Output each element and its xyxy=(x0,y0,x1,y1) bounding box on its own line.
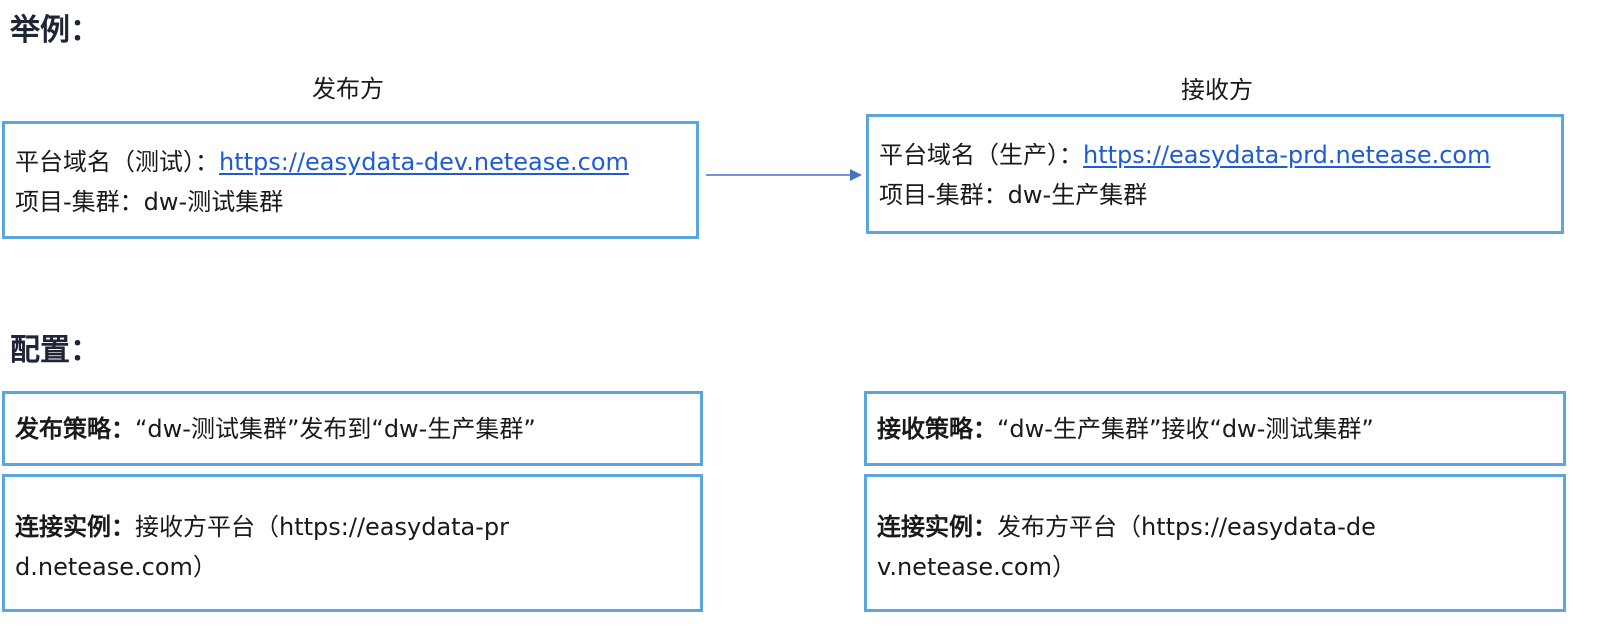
receiver-connection-text: 连接实例：发布方平台（https://easydata-dev.netease.… xyxy=(877,507,1377,587)
publisher-domain-row: 平台域名（测试）：https://easydata-dev.netease.co… xyxy=(15,142,686,182)
publisher-connection-box: 连接实例：接收方平台（https://easydata-prd.netease.… xyxy=(2,474,703,612)
example-heading: 举例： xyxy=(10,13,100,48)
receiver-cluster-value: dw-生产集群 xyxy=(1007,181,1148,209)
receiver-domain-link[interactable]: https://easydata-prd.netease.com xyxy=(1083,141,1491,169)
receiver-cluster-row: 项目-集群：dw-生产集群 xyxy=(879,175,1551,215)
receiver-cluster-label: 项目-集群： xyxy=(879,181,1008,209)
receiver-domain-label: 平台域名（生产）： xyxy=(879,141,1083,169)
receive-strategy-value: “dw-生产集群”接收“dw-测试集群” xyxy=(997,415,1374,443)
receiver-connection-value: 发布方平台（https://easydata-dev.netease.com） xyxy=(877,513,1376,581)
publisher-domain-label: 平台域名（测试）： xyxy=(15,148,219,176)
publisher-connection-value: 接收方平台（https://easydata-prd.netease.com） xyxy=(15,513,510,581)
publish-strategy-box: 发布策略：“dw-测试集群”发布到“dw-生产集群” xyxy=(2,391,703,466)
receiver-connection-box: 连接实例：发布方平台（https://easydata-dev.netease.… xyxy=(864,474,1566,612)
publisher-domain-link[interactable]: https://easydata-dev.netease.com xyxy=(219,148,629,176)
publish-strategy-value: “dw-测试集群”发布到“dw-生产集群” xyxy=(135,415,536,443)
publisher-cluster-value: dw-测试集群 xyxy=(143,188,284,216)
receive-strategy-box: 接收策略：“dw-生产集群”接收“dw-测试集群” xyxy=(864,391,1566,466)
receiver-connection-label: 连接实例： xyxy=(877,513,997,541)
publish-strategy-label: 发布策略： xyxy=(15,415,135,443)
publisher-connection-text: 连接实例：接收方平台（https://easydata-prd.netease.… xyxy=(15,507,515,587)
publisher-box: 平台域名（测试）：https://easydata-dev.netease.co… xyxy=(2,121,699,239)
receive-strategy-label: 接收策略： xyxy=(877,415,997,443)
publisher-cluster-row: 项目-集群：dw-测试集群 xyxy=(15,182,686,222)
publisher-title: 发布方 xyxy=(312,75,384,103)
receiver-domain-row: 平台域名（生产）：https://easydata-prd.netease.co… xyxy=(879,135,1551,175)
flow-arrowhead xyxy=(850,169,862,181)
config-heading: 配置： xyxy=(10,333,100,368)
publisher-connection-label: 连接实例： xyxy=(15,513,135,541)
publisher-cluster-label: 项目-集群： xyxy=(15,188,144,216)
receiver-box: 平台域名（生产）：https://easydata-prd.netease.co… xyxy=(866,114,1564,234)
receiver-title: 接收方 xyxy=(1181,76,1253,104)
